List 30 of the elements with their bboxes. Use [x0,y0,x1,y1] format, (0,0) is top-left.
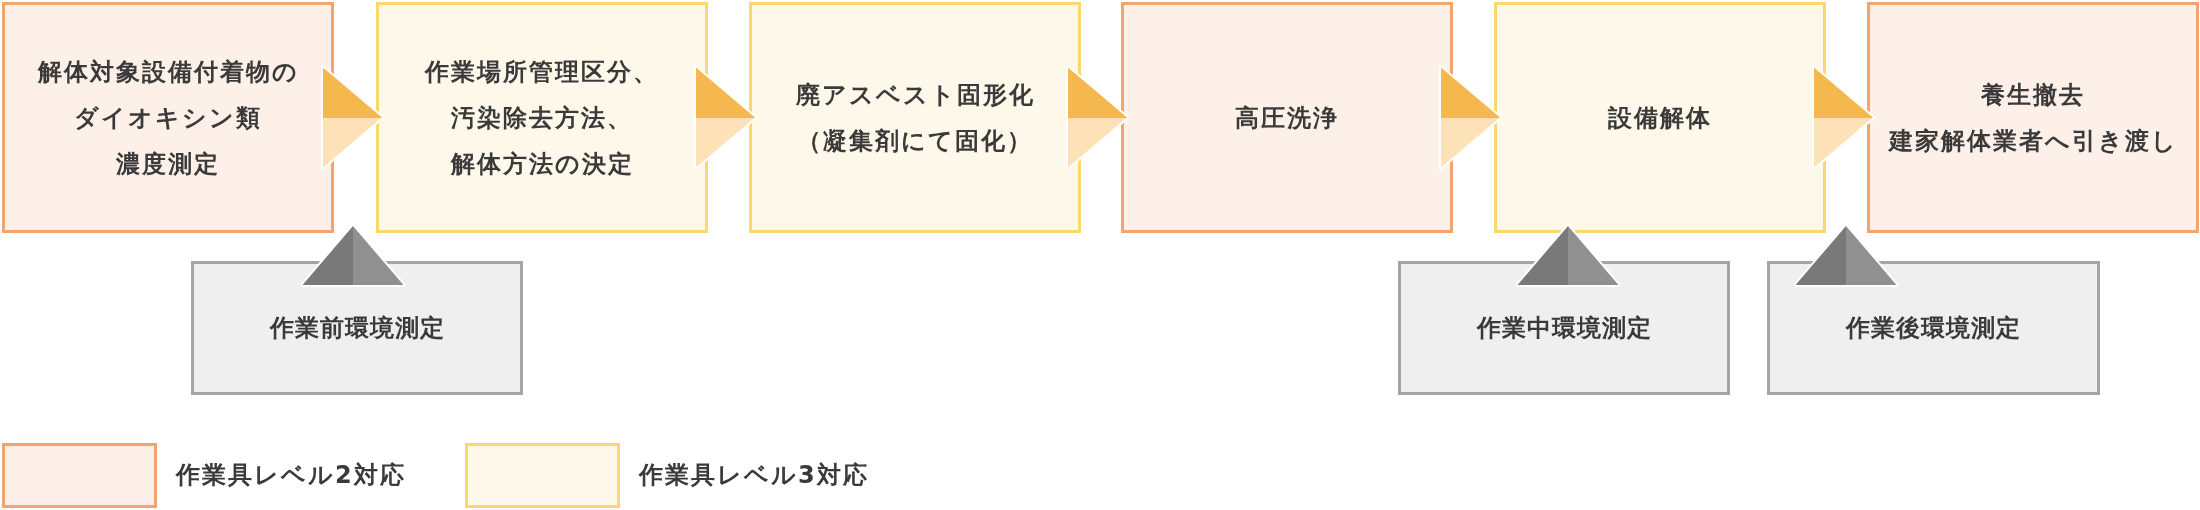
up-arrow [1515,224,1621,287]
step-label: 高圧洗浄 [1235,102,1339,134]
measurement-label: 作業後環境測定 [1846,313,2021,344]
process-box [376,2,708,233]
step-label: 設備解体 [1608,102,1712,134]
step-note: 建家解体業者へ引き渡し [1888,125,2178,157]
legend-label: 作業具レベル3対応 [639,460,869,490]
measurement-label: 作業前環境測定 [269,313,445,344]
step-label: 廃アスベスト固形化 [795,79,1035,111]
step-note: （凝集剤にて固化） [797,125,1033,157]
step-label: 養生撤去 [1981,79,2085,111]
measurement-box [191,261,523,395]
measurement-box [1767,261,2100,395]
step-label: 解体対象設備付着物のダイオキシン類濃度測定 [37,56,299,180]
measurement-box [1398,261,1730,395]
process-box [1121,2,1453,233]
process-box [2,2,334,233]
arrow [1439,65,1502,170]
up-arrow [1793,224,1899,287]
arrow [1812,65,1875,170]
arrow [694,65,757,170]
measurement-label: 作業中環境測定 [1476,313,1652,344]
process-box [1494,2,1826,233]
arrow [1066,65,1129,170]
arrow [321,65,384,170]
step-label: 作業場所管理区分、汚染除去方法、解体方法の決定 [425,56,659,180]
process-box [749,2,1081,233]
legend-label: 作業具レベル2対応 [176,460,406,490]
up-arrow [300,224,406,287]
process-box [1867,2,2199,233]
